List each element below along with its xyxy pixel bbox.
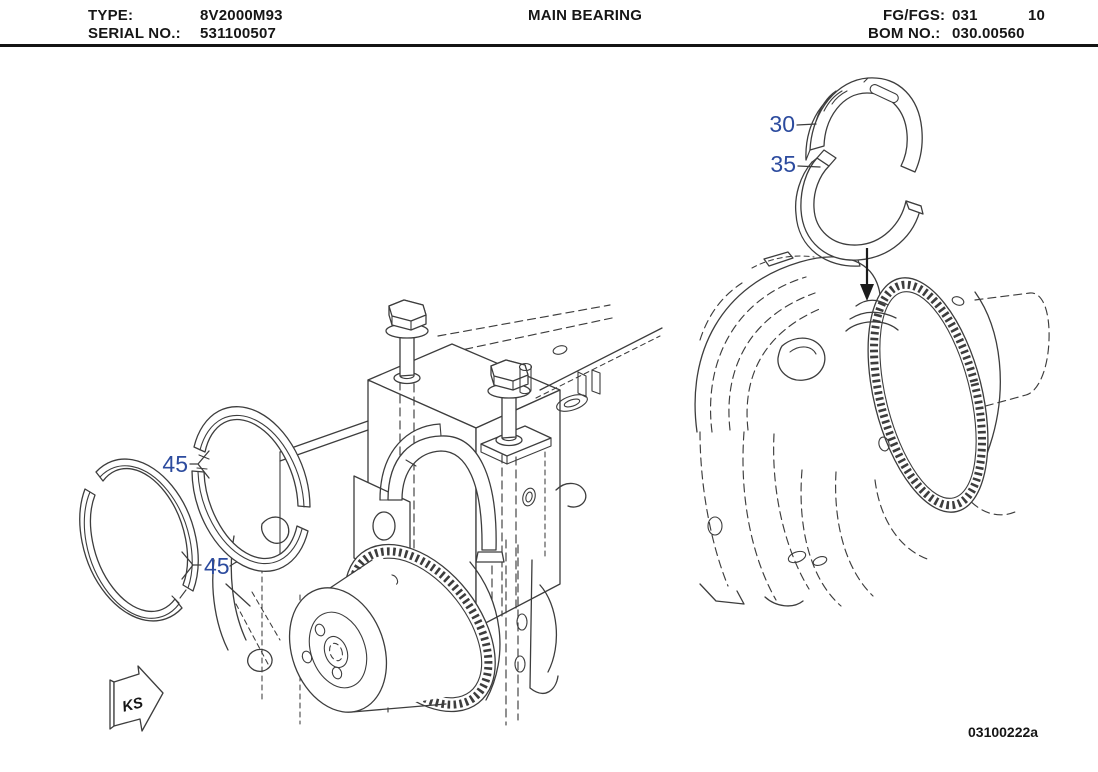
crankshaft-assembly-drawing [694,251,1050,607]
bearing-cap-assembly-drawing [212,299,663,726]
bearing-cap-bolt [385,299,429,385]
serial-label: SERIAL NO.: [88,25,181,42]
bearing-shells-drawing [794,77,924,301]
type-value: 8V2000M93 [200,7,283,24]
leader-30 [796,123,817,126]
serial-value: 531100507 [200,25,277,42]
page-title: MAIN BEARING [528,7,643,24]
type-label: TYPE: [88,7,134,24]
callout-45-thrust-washer-right[interactable]: 45 [162,451,188,477]
thrust-washers-drawing [79,406,311,622]
seated-bearing-shell-drawing [379,423,505,563]
bom-label: BOM NO.: [868,25,941,42]
ks-direction-arrow: KS [109,665,164,732]
ks-label: KS [120,694,144,716]
header-divider [0,44,1098,47]
fg-value: 031 [952,7,978,24]
gear-and-hub-drawing [288,543,501,713]
fg-extra-value: 10 [1028,7,1046,24]
callout-45-thrust-washer-left[interactable]: 45 [204,553,230,579]
drawing-number: 03100222a [968,724,1038,740]
callout-30-upper-shell[interactable]: 30 [769,111,795,137]
bearing-cap-bolt [487,359,531,447]
bom-value: 030.00560 [952,25,1025,42]
callout-35-lower-shell[interactable]: 35 [770,151,796,177]
fg-label: FG/FGS: [883,7,946,24]
leader-35 [797,165,821,168]
oil-slot [869,84,899,104]
install-arrow [860,248,874,301]
